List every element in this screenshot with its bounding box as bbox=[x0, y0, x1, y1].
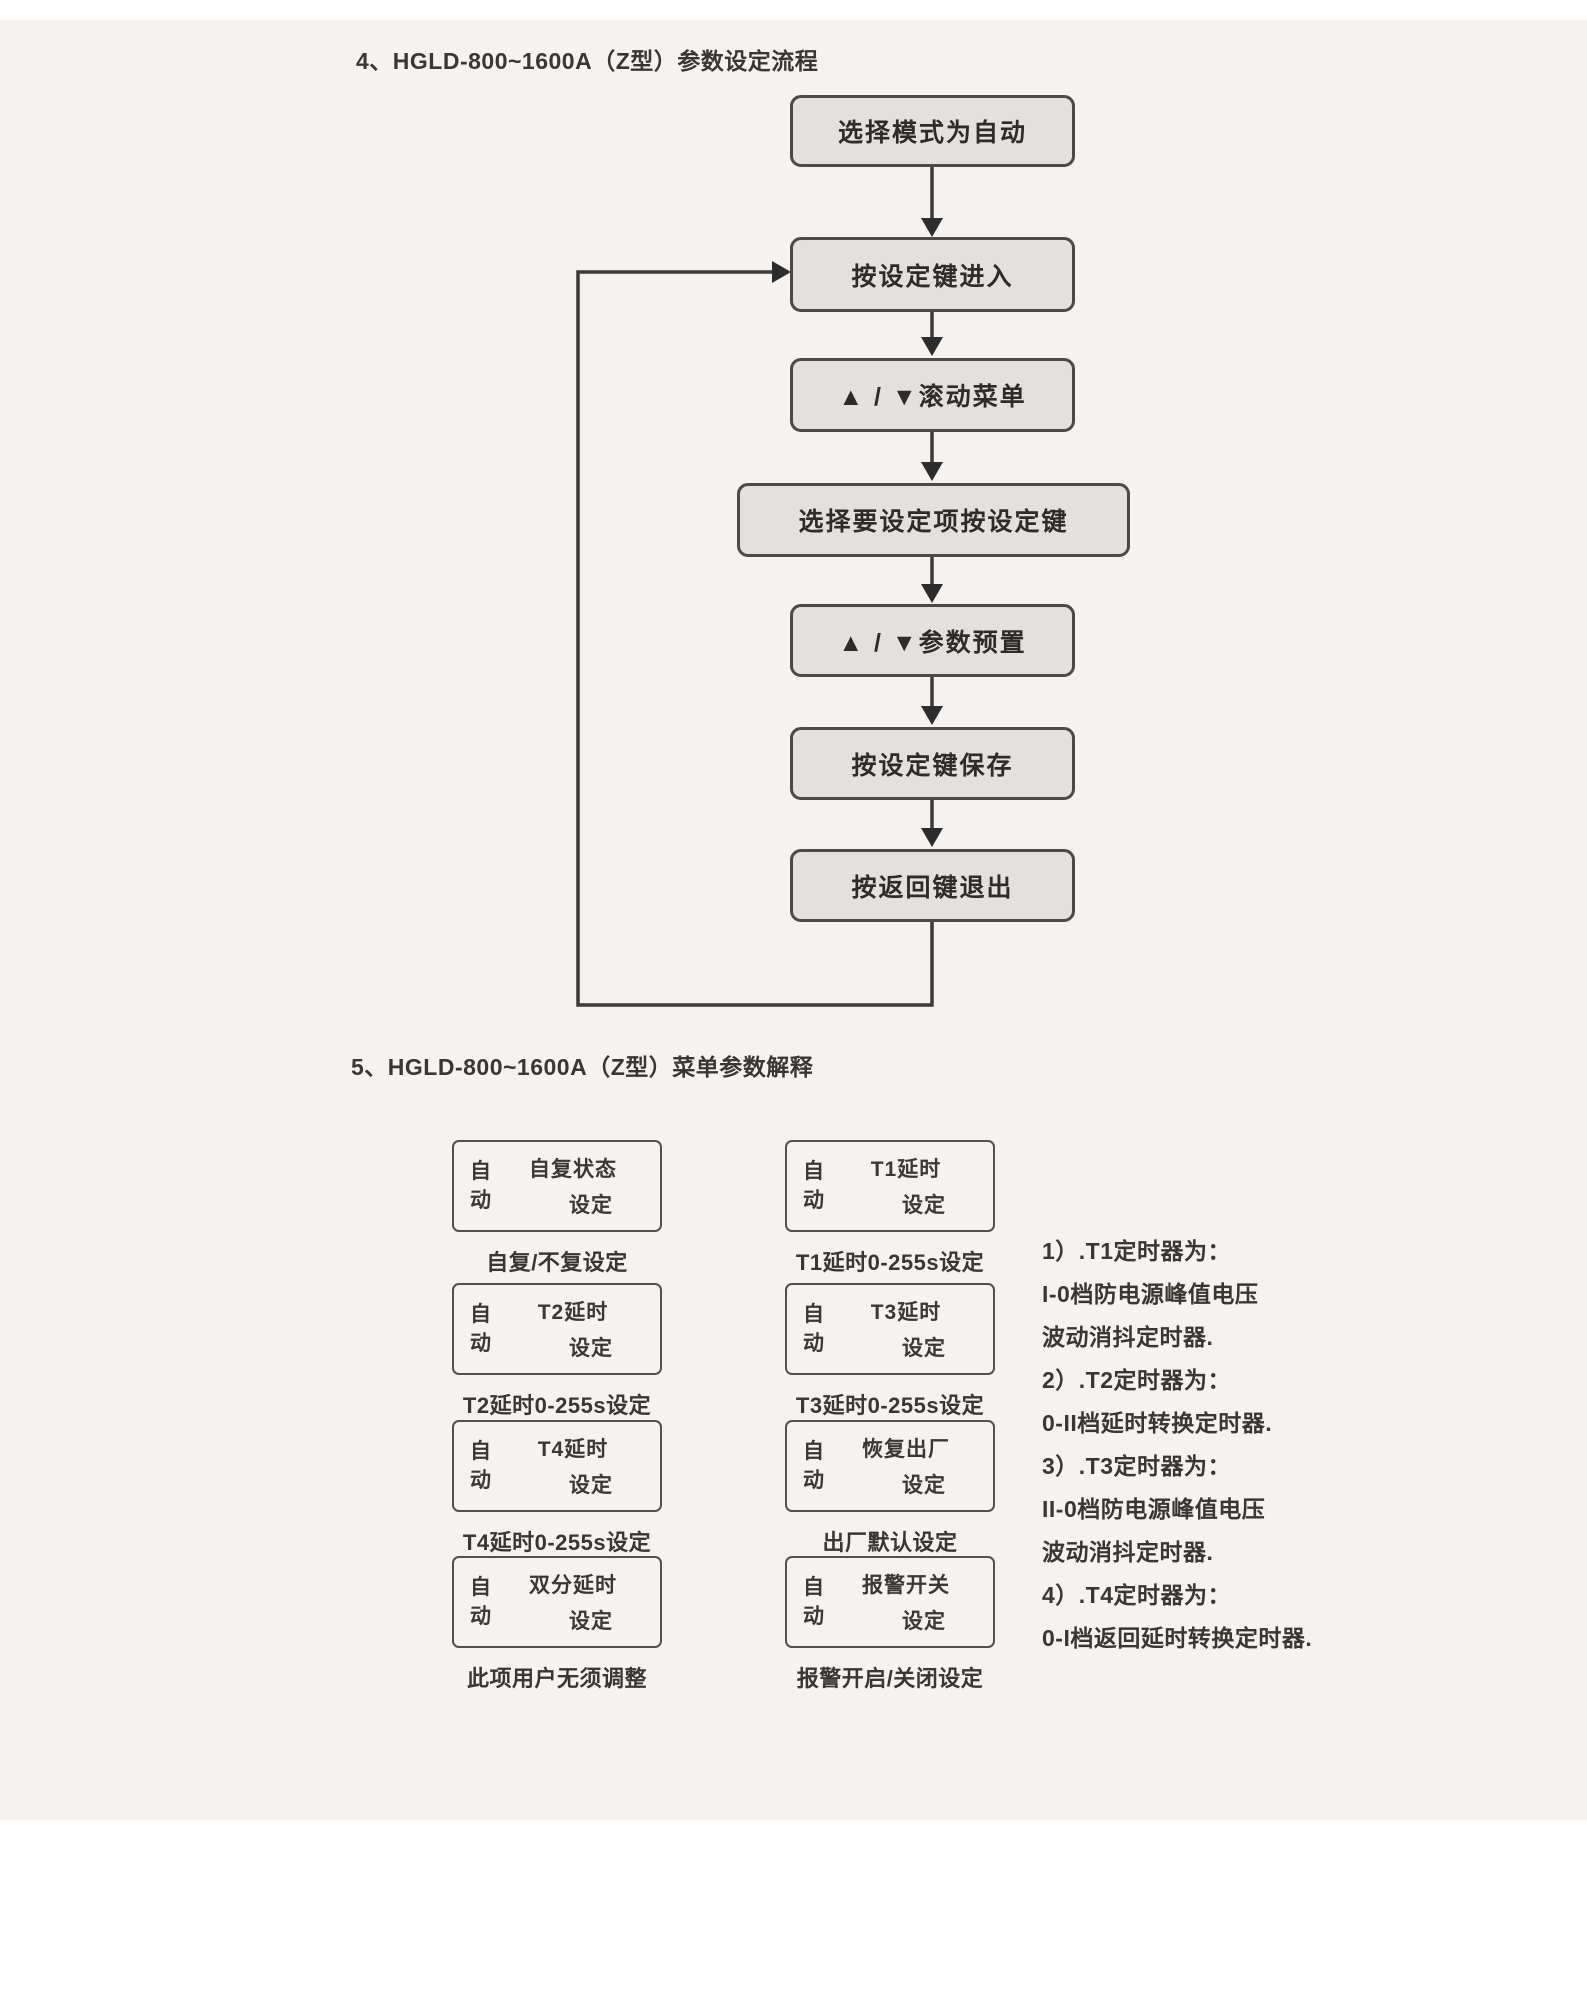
lcd-cell-double-split-delay: 自动 双分延时 设定 此项用户无须调整 bbox=[452, 1556, 662, 1693]
lcd-item-sub: 设定 bbox=[902, 1610, 946, 1633]
lcd-caption: 自复/不复设定 bbox=[486, 1250, 628, 1275]
lcd-display-box: 自动 T4延时 设定 bbox=[452, 1420, 662, 1512]
flow-step-label: 按设定键进入 bbox=[851, 262, 1014, 291]
flow-step-press-set-save: 按设定键保存 bbox=[790, 727, 1075, 800]
lcd-item-sub: 设定 bbox=[569, 1474, 613, 1497]
lcd-mode-label: 自动 bbox=[803, 1576, 824, 1628]
flow-step-choose-item-press-set: 选择要设定项按设定键 bbox=[737, 483, 1130, 557]
note-line: 1）.T1定时器为： bbox=[1042, 1238, 1232, 1264]
flow-step-label: ▲ / ▼参数预置 bbox=[838, 628, 1027, 657]
lcd-caption: T3延时0-255s设定 bbox=[795, 1393, 985, 1418]
lcd-caption: T2延时0-255s设定 bbox=[462, 1393, 652, 1418]
note-line: 4）.T4定时器为： bbox=[1042, 1582, 1232, 1608]
lcd-mode-label: 自动 bbox=[803, 1303, 824, 1355]
section4-title: 4、HGLD-800~1600A（Z型）参数设定流程 bbox=[356, 48, 819, 74]
lcd-cell-t3-delay: 自动 T3延时 设定 T3延时0-255s设定 bbox=[785, 1283, 995, 1420]
lcd-mode-label: 自动 bbox=[470, 1440, 491, 1492]
flow-step-label: ▲ / ▼滚动菜单 bbox=[838, 383, 1027, 411]
note-line: 波动消抖定时器. bbox=[1042, 1324, 1214, 1350]
lcd-display-box: 自动 双分延时 设定 bbox=[452, 1556, 662, 1648]
lcd-cell-factory-reset: 自动 恢复出厂 设定 出厂默认设定 bbox=[785, 1420, 995, 1557]
lcd-item-sub: 设定 bbox=[569, 1337, 613, 1360]
lcd-text-area: 恢复出厂 设定 bbox=[829, 1433, 983, 1499]
lcd-item-name: T2延时 bbox=[537, 1301, 609, 1324]
flow-step-preset-parameter: ▲ / ▼参数预置 bbox=[790, 604, 1075, 677]
lcd-display-box: 自动 T3延时 设定 bbox=[785, 1283, 995, 1375]
lcd-item-name: 报警开关 bbox=[862, 1574, 950, 1597]
flow-step-label: 选择模式为自动 bbox=[837, 119, 1027, 147]
lcd-mode-label: 自动 bbox=[470, 1576, 491, 1628]
flow-step-press-set-enter: 按设定键进入 bbox=[790, 237, 1075, 312]
note-line: 波动消抖定时器. bbox=[1042, 1539, 1214, 1565]
lcd-item-sub: 设定 bbox=[569, 1194, 613, 1217]
lcd-item-name: T4延时 bbox=[537, 1438, 609, 1461]
lcd-caption: T1延时0-255s设定 bbox=[795, 1250, 985, 1275]
lcd-item-sub: 设定 bbox=[902, 1337, 946, 1360]
lcd-mode-label: 自动 bbox=[803, 1160, 824, 1212]
note-line: I-0档防电源峰值电压 bbox=[1042, 1281, 1259, 1307]
flow-step-scroll-menu: ▲ / ▼滚动菜单 bbox=[790, 358, 1075, 432]
lcd-caption: 此项用户无须调整 bbox=[466, 1666, 647, 1691]
lcd-caption: T4延时0-255s设定 bbox=[462, 1530, 652, 1555]
lcd-cell-alarm-switch: 自动 报警开关 设定 报警开启/关闭设定 bbox=[785, 1556, 995, 1693]
note-line: II-0档防电源峰值电压 bbox=[1042, 1496, 1266, 1522]
lcd-text-area: T3延时 设定 bbox=[829, 1296, 983, 1362]
lcd-text-area: 双分延时 设定 bbox=[496, 1569, 650, 1635]
note-line: 0-II档延时转换定时器. bbox=[1042, 1410, 1273, 1436]
flow-step-select-auto-mode: 选择模式为自动 bbox=[790, 95, 1075, 167]
flow-step-label: 选择要设定项按设定键 bbox=[798, 508, 1069, 536]
note-line: 3）.T3定时器为： bbox=[1042, 1453, 1232, 1479]
lcd-item-name: 自复状态 bbox=[529, 1158, 617, 1181]
lcd-cell-self-reset: 自动 自复状态 设定 自复/不复设定 bbox=[452, 1140, 662, 1277]
lcd-cell-t2-delay: 自动 T2延时 设定 T2延时0-255s设定 bbox=[452, 1283, 662, 1420]
lcd-item-sub: 设定 bbox=[902, 1194, 946, 1217]
lcd-cell-t4-delay: 自动 T4延时 设定 T4延时0-255s设定 bbox=[452, 1420, 662, 1557]
timer-notes: 1）.T1定时器为： I-0档防电源峰值电压 波动消抖定时器. 2）.T2定时器… bbox=[1042, 1230, 1422, 1660]
lcd-cell-t1-delay: 自动 T1延时 设定 T1延时0-255s设定 bbox=[785, 1140, 995, 1277]
flow-step-label: 按返回键退出 bbox=[851, 873, 1014, 902]
flow-step-press-return-exit: 按返回键退出 bbox=[790, 849, 1075, 922]
lcd-item-sub: 设定 bbox=[902, 1474, 946, 1497]
lcd-item-name: T3延时 bbox=[870, 1301, 942, 1324]
lcd-caption: 出厂默认设定 bbox=[822, 1530, 958, 1555]
lcd-item-sub: 设定 bbox=[569, 1610, 613, 1633]
lcd-mode-label: 自动 bbox=[470, 1160, 491, 1212]
note-line: 0-I档返回延时转换定时器. bbox=[1042, 1625, 1313, 1651]
section5-title: 5、HGLD-800~1600A（Z型）菜单参数解释 bbox=[351, 1054, 814, 1080]
lcd-display-box: 自动 自复状态 设定 bbox=[452, 1140, 662, 1232]
lcd-text-area: T2延时 设定 bbox=[496, 1296, 650, 1362]
lcd-display-box: 自动 报警开关 设定 bbox=[785, 1556, 995, 1648]
lcd-display-box: 自动 T1延时 设定 bbox=[785, 1140, 995, 1232]
note-line: 2）.T2定时器为： bbox=[1042, 1367, 1232, 1393]
lcd-display-box: 自动 恢复出厂 设定 bbox=[785, 1420, 995, 1512]
lcd-text-area: 自复状态 设定 bbox=[496, 1153, 650, 1219]
lcd-mode-label: 自动 bbox=[470, 1303, 491, 1355]
lcd-text-area: T4延时 设定 bbox=[496, 1433, 650, 1499]
lcd-caption: 报警开启/关闭设定 bbox=[796, 1666, 984, 1691]
lcd-mode-label: 自动 bbox=[803, 1440, 824, 1492]
lcd-display-box: 自动 T2延时 设定 bbox=[452, 1283, 662, 1375]
flow-step-label: 按设定键保存 bbox=[851, 751, 1014, 780]
lcd-text-area: 报警开关 设定 bbox=[829, 1569, 983, 1635]
lcd-text-area: T1延时 设定 bbox=[829, 1153, 983, 1219]
lcd-item-name: 恢复出厂 bbox=[862, 1438, 950, 1461]
lcd-item-name: 双分延时 bbox=[529, 1574, 617, 1597]
lcd-item-name: T1延时 bbox=[870, 1158, 942, 1181]
